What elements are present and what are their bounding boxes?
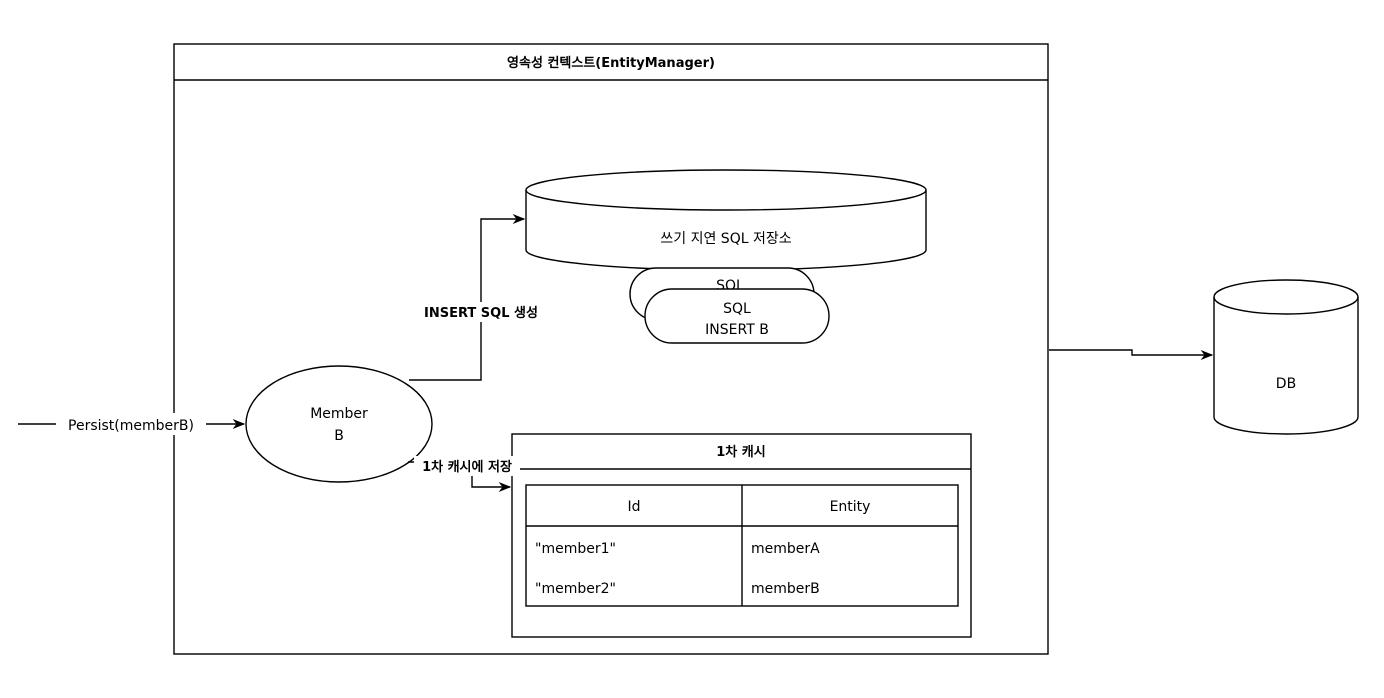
store-cache-edge-label: 1차 캐시에 저장 xyxy=(422,459,512,475)
cache-table: Id Entity "member1" memberA "member2" me… xyxy=(525,484,959,607)
cache-cell-row1-id: "member1" xyxy=(535,541,616,557)
cache-column-header-id: Id xyxy=(627,499,640,515)
cache-cell-row2-entity: memberB xyxy=(751,581,820,597)
write-behind-sql-store[interactable]: 쓰기 지연 SQL 저장소 xyxy=(525,169,927,271)
insert-sql-edge[interactable]: INSERT SQL 생성 xyxy=(409,213,552,381)
cache-column-header-entity: Entity xyxy=(830,499,871,515)
first-level-cache-title: 1차 캐시 xyxy=(716,444,765,460)
sql-card-front-line2: INSERT B xyxy=(705,322,769,338)
sql-card-front-line1: SQL xyxy=(723,301,751,317)
flush-to-db-edge[interactable] xyxy=(1049,349,1214,361)
persist-edge[interactable]: Persist(memberB) xyxy=(18,413,246,435)
store-cache-edge[interactable]: 1차 캐시에 저장 xyxy=(408,456,520,493)
insert-sql-edge-label: INSERT SQL 생성 xyxy=(424,306,538,321)
persist-edge-label: Persist(memberB) xyxy=(68,418,194,434)
cache-cell-row1-entity: memberA xyxy=(751,541,820,557)
first-level-cache[interactable]: 1차 캐시 Id Entity "member1" memberA "membe… xyxy=(511,433,972,638)
database-label: DB xyxy=(1276,376,1296,392)
database-cylinder[interactable]: DB xyxy=(1213,279,1359,435)
member-b-line2: B xyxy=(334,428,344,444)
persistence-context-title: 영속성 컨텍스트(EntityManager) xyxy=(507,55,715,71)
member-b-entity[interactable]: Member B xyxy=(245,365,433,483)
member-b-line1: Member xyxy=(310,406,368,422)
sql-card-front[interactable]: SQL INSERT B xyxy=(644,288,830,344)
write-behind-sql-store-label: 쓰기 지연 SQL 저장소 xyxy=(660,231,791,247)
cache-cell-row2-id: "member2" xyxy=(535,581,616,597)
